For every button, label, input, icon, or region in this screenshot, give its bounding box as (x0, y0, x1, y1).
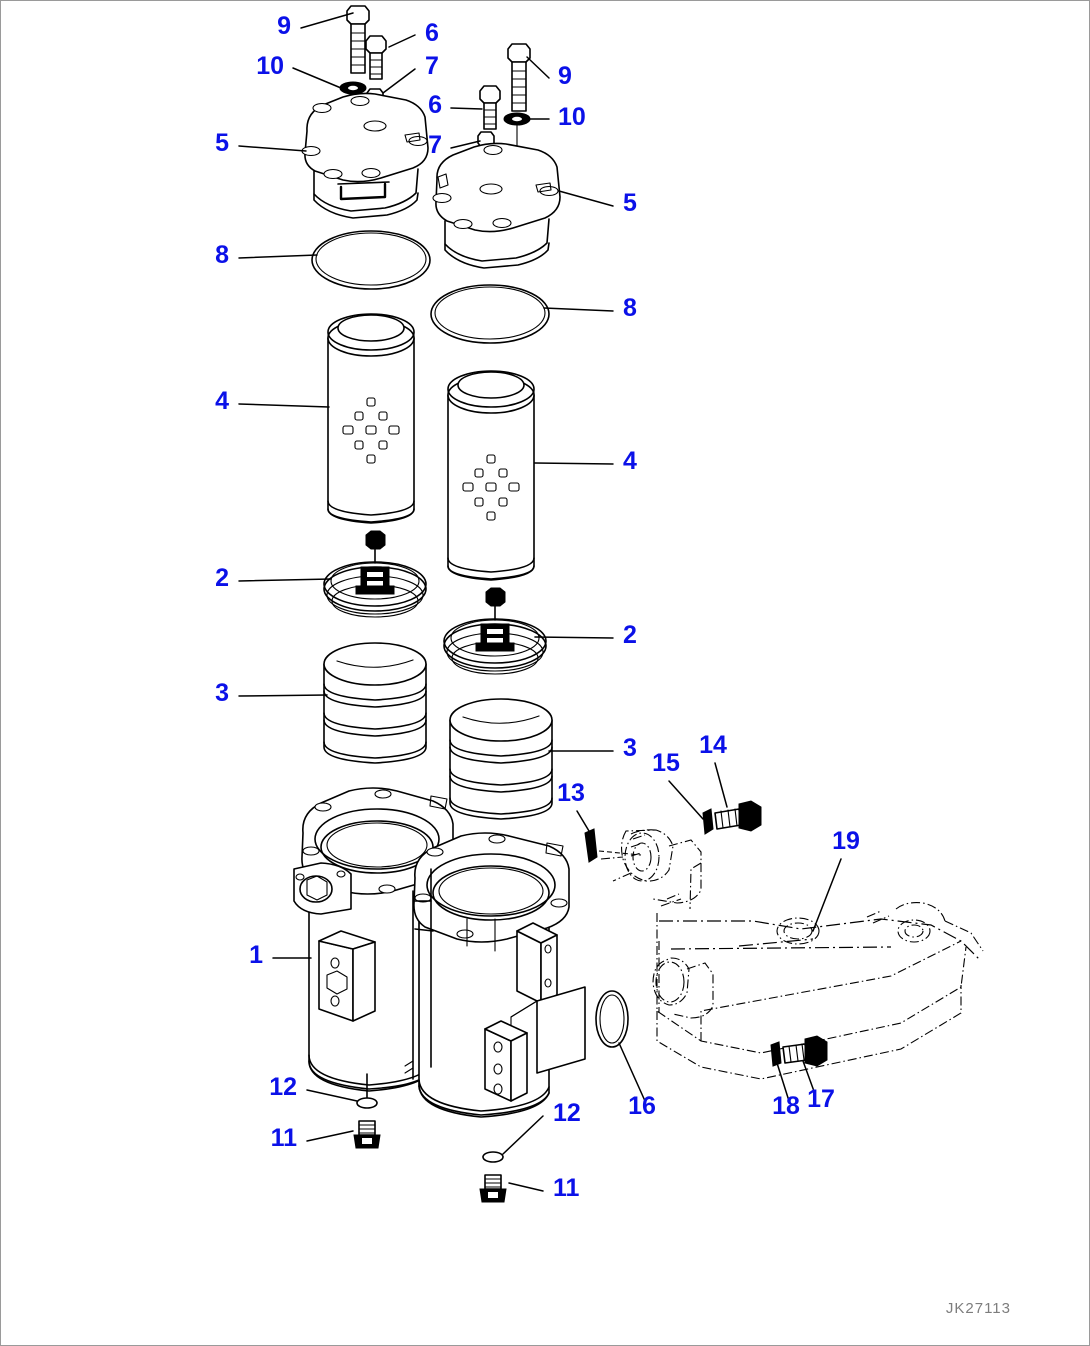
callout-9-left: 9 (277, 12, 291, 40)
washer-part-10-right (503, 112, 531, 126)
leader-13 (576, 810, 590, 832)
callout-12-left: 12 (269, 1073, 297, 1101)
bolt-part-17 (782, 1035, 828, 1067)
bolt-part-9-right (507, 43, 531, 112)
callout-17: 17 (807, 1085, 835, 1113)
leader-10-left (292, 67, 342, 89)
bolt-part-6-right (479, 85, 501, 130)
o-ring-part-8-left (311, 230, 431, 290)
leader-12-left (306, 1089, 358, 1102)
pin-part-13 (584, 828, 642, 863)
washer-part-10-left (339, 81, 367, 95)
seal-ring-part-12-left (356, 1097, 378, 1109)
callout-3-right: 3 (623, 734, 637, 762)
callout-10-left: 10 (256, 52, 284, 80)
cover-part-5-left (301, 92, 429, 219)
filter-element-part-4-right (447, 370, 535, 581)
callout-1: 1 (249, 941, 263, 969)
callout-2-right: 2 (623, 621, 637, 649)
callout-6-left: 6 (425, 19, 439, 47)
leader-9-right (526, 56, 550, 79)
o-ring-part-8-right (430, 284, 550, 344)
callout-7-left: 7 (425, 52, 439, 80)
valve-assembly-part-2-right (443, 587, 547, 675)
callout-6-right: 6 (428, 91, 442, 119)
drain-plug-group-left (353, 1073, 381, 1149)
spring-ring-part-3-left (323, 642, 427, 764)
leader-2-left (238, 578, 332, 582)
leader-8-left (238, 254, 318, 259)
leader-2-right (534, 636, 614, 639)
drain-plug-part-11-right (479, 1174, 507, 1203)
bolt-part-14 (714, 800, 762, 832)
leader-4-right (534, 462, 614, 465)
callout-8-left: 8 (215, 241, 229, 269)
leader-4-left (238, 403, 330, 408)
callout-3-left: 3 (215, 679, 229, 707)
leader-5-right (558, 190, 614, 207)
callout-5-right: 5 (623, 189, 637, 217)
callout-9-right: 9 (558, 62, 572, 90)
leader-15 (668, 780, 704, 820)
drain-plug-part-11-left (353, 1120, 381, 1149)
leader-11-left (306, 1130, 354, 1142)
callout-18: 18 (772, 1092, 800, 1120)
callout-16: 16 (628, 1092, 656, 1120)
gasket-part-15 (702, 808, 714, 835)
callout-5-left: 5 (215, 129, 229, 157)
frame-reference-part-19 (600, 829, 984, 1080)
filter-hole-pattern-left (342, 397, 400, 464)
filter-element-part-4-left (327, 313, 415, 524)
leader-5-left (238, 145, 307, 152)
callout-14: 14 (699, 731, 727, 759)
leader-11-right (508, 1182, 544, 1192)
drawing-number-watermark: JK27113 (946, 1300, 1011, 1317)
leader-3-left (238, 694, 328, 697)
callout-11-left: 11 (271, 1124, 298, 1152)
leader-14 (714, 762, 728, 808)
callout-numbers: 9 6 10 7 9 6 10 5 7 5 8 8 4 4 2 2 3 3 15… (215, 12, 860, 1202)
leader-8-right (543, 307, 614, 312)
spring-ring-part-3-right (449, 698, 553, 820)
callout-7-right: 7 (428, 131, 442, 159)
o-ring-part-16 (595, 990, 629, 1048)
leader-9-left (300, 12, 354, 29)
bolt-part-9-left (346, 5, 370, 74)
callout-2-left: 2 (215, 564, 229, 592)
callout-4-left: 4 (215, 387, 229, 415)
callout-12-right: 12 (553, 1099, 581, 1127)
leader-16 (618, 1042, 646, 1102)
callout-11-right: 11 (553, 1174, 580, 1202)
leader-17 (802, 1060, 816, 1095)
washer-part-18 (770, 1041, 782, 1067)
housing-part-1 (293, 787, 586, 1118)
leader-18 (776, 1062, 790, 1102)
callout-19: 19 (832, 827, 860, 855)
bolt-part-6-left (365, 35, 387, 80)
callout-8-right: 8 (623, 294, 637, 322)
callout-4-right: 4 (623, 447, 637, 475)
callout-10-right: 10 (558, 103, 586, 131)
seal-ring-part-12-right (482, 1151, 504, 1163)
cover-part-5-right (432, 142, 561, 269)
leader-7-right (450, 140, 481, 149)
drain-plug-group-right (479, 1151, 507, 1203)
leader-6-right (450, 107, 483, 110)
leader-lines (238, 12, 842, 1192)
leader-6-left (388, 34, 416, 48)
callout-15: 15 (652, 749, 680, 777)
leader-7-left (382, 68, 416, 94)
callout-13: 13 (557, 779, 585, 807)
leader-12-right (502, 1115, 544, 1155)
leader-19 (812, 858, 842, 932)
filter-hole-pattern-right (462, 454, 520, 521)
valve-assembly-part-2-left (323, 530, 427, 618)
